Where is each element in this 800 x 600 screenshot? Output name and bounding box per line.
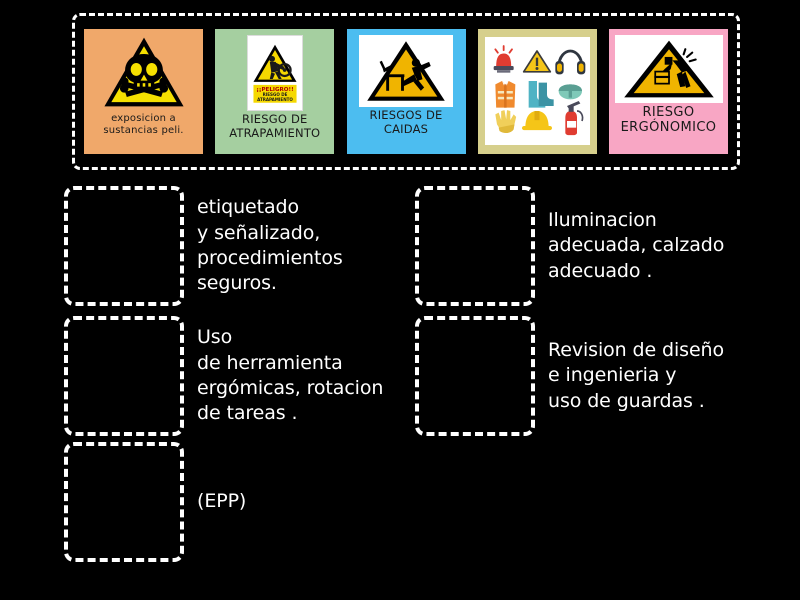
card-image xyxy=(614,35,723,103)
card-label: RIESGO DE ATRAPAMIENTO xyxy=(229,112,321,140)
sign-line-1: ¡¡PELIGRO!! xyxy=(256,87,293,93)
drop-slot-4: Revision de diseño e ingenieria y uso de… xyxy=(415,316,724,436)
answer-text-3: Uso de herramienta ergómicas, rotacion d… xyxy=(197,326,384,425)
skull-crossbones-hazard-triangle-icon xyxy=(103,37,184,107)
drop-zone-4[interactable] xyxy=(415,316,535,436)
drop-zone-3[interactable] xyxy=(64,316,184,436)
card-label: exposicion a sustancias peli. xyxy=(103,113,184,136)
drop-zone-5[interactable] xyxy=(64,442,184,562)
safety-vest-icon xyxy=(495,81,516,108)
manual-lifting-hazard-triangle-icon xyxy=(623,40,714,98)
work-gloves-icon xyxy=(495,110,517,134)
slip-fall-hazard-triangle-icon xyxy=(367,41,445,101)
drop-slot-5: (EPP) xyxy=(64,442,246,562)
drop-slot-1: etiquetado y señalizado, procedimientos … xyxy=(64,186,343,306)
card-tray: exposicion a sustancias peli. ¡¡PELIGRO xyxy=(72,13,740,170)
sign-line-3: ATRAPAMIENTO xyxy=(257,97,293,102)
answer-text-5: (EPP) xyxy=(197,490,247,513)
drop-slot-2: Iluminacion adecuada, calzado adecuado . xyxy=(415,186,724,306)
card-image xyxy=(359,35,453,107)
card-caidas[interactable]: RIESGOS DE CAIDAS xyxy=(346,29,466,154)
ear-defenders-icon xyxy=(555,49,586,75)
drop-zone-1[interactable] xyxy=(64,186,184,306)
fire-extinguisher-icon xyxy=(565,101,584,136)
card-atrapamiento[interactable]: ¡¡PELIGRO!! RIESGO DE ATRAPAMIENTO RIESG… xyxy=(215,29,335,154)
safety-goggles-icon xyxy=(558,84,583,100)
answer-text-4: Revision de diseño e ingenieria y uso de… xyxy=(548,339,725,412)
drop-zone-2[interactable] xyxy=(415,186,535,306)
entanglement-hazard-sign-icon: ¡¡PELIGRO!! RIESGO DE ATRAPAMIENTO xyxy=(248,37,301,109)
card-ergonomico[interactable]: RIESGO ERGÓNOMICO xyxy=(609,29,728,154)
card-label: RIESGO ERGÓNOMICO xyxy=(620,105,717,136)
card-image xyxy=(87,33,200,111)
hard-hat-icon xyxy=(522,111,553,131)
ppe-equipment-grid-icon xyxy=(487,41,588,141)
sign-line-2: RIESGO DE xyxy=(262,92,287,97)
answer-text-2: Iluminacion adecuada, calzado adecuado . xyxy=(548,209,725,282)
card-image: ¡¡PELIGRO!! RIESGO DE ATRAPAMIENTO xyxy=(246,35,303,111)
card-label: RIESGOS DE CAIDAS xyxy=(369,108,443,136)
card-epp[interactable] xyxy=(477,29,597,154)
warning-triangle-icon xyxy=(523,50,552,73)
card-sustancias-peligrosas[interactable]: exposicion a sustancias peli. xyxy=(84,29,203,154)
answer-text-1: etiquetado y señalizado, procedimientos … xyxy=(197,196,343,295)
card-image xyxy=(484,37,590,145)
rubber-boots-icon xyxy=(528,81,554,108)
siren-light-icon xyxy=(493,45,514,73)
drop-slot-3: Uso de herramienta ergómicas, rotacion d… xyxy=(64,316,383,436)
